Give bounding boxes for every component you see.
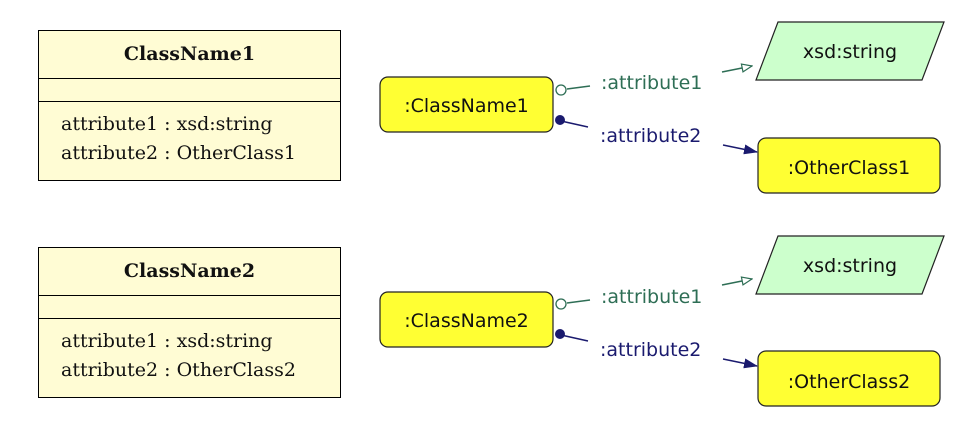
target-instance-node (757, 137, 941, 194)
object-edge-filled-dot (555, 115, 565, 125)
instance-group-2: :ClassName2 :attribute1 xsd:string :attr… (379, 235, 945, 407)
instance-node (379, 76, 554, 133)
uml-class-name: ClassName2 (39, 248, 340, 296)
object-arrow (722, 358, 758, 369)
datatype-label: xsd:string (803, 41, 897, 63)
uml-attribute: attribute1 : xsd:string (61, 113, 273, 135)
object-edge (560, 120, 589, 128)
uml-attribute: attribute2 : OtherClass1 (61, 142, 296, 164)
object-property-label: :attribute2 (600, 125, 701, 147)
literal-property-label: :attribute1 (601, 72, 702, 94)
uml-attributes-compartment: attribute1 : xsd:string attribute2 : Oth… (39, 102, 340, 168)
object-property-label: :attribute2 (600, 339, 701, 361)
target-instance-label: :OtherClass1 (788, 157, 910, 179)
literal-edge (566, 299, 591, 304)
datatype-label: xsd:string (803, 255, 897, 277)
instance-node (379, 291, 554, 348)
datatype-node (755, 21, 945, 81)
uml-operations-compartment (39, 296, 340, 319)
literal-edge (566, 85, 591, 90)
uml-attributes-compartment: attribute1 : xsd:string attribute2 : Oth… (39, 319, 340, 385)
uml-class-box-1: ClassName1 attribute1 : xsd:string attri… (38, 30, 341, 181)
datatype-node (755, 235, 945, 295)
object-arrow (722, 144, 758, 155)
object-edge-filled-dot (555, 329, 565, 339)
literal-property-label: :attribute1 (601, 286, 702, 308)
uml-class-name: ClassName1 (39, 31, 340, 79)
uml-operations-compartment (39, 79, 340, 102)
instance-group-1: :ClassName1 :attribute1 xsd:string :attr… (379, 21, 945, 194)
target-instance-label: :OtherClass2 (788, 371, 910, 393)
uml-class-box-2: ClassName2 attribute1 : xsd:string attri… (38, 247, 341, 398)
object-edge (560, 334, 589, 342)
literal-edge-open-dot (555, 84, 567, 96)
instance-label: :ClassName2 (404, 310, 529, 332)
uml-attribute: attribute2 : OtherClass2 (61, 359, 296, 381)
literal-edge-open-dot (555, 298, 567, 310)
literal-arrow (721, 279, 752, 285)
literal-arrow (721, 66, 752, 72)
target-instance-node (757, 350, 941, 407)
instance-label: :ClassName1 (404, 95, 529, 117)
uml-attribute: attribute1 : xsd:string (61, 330, 273, 352)
